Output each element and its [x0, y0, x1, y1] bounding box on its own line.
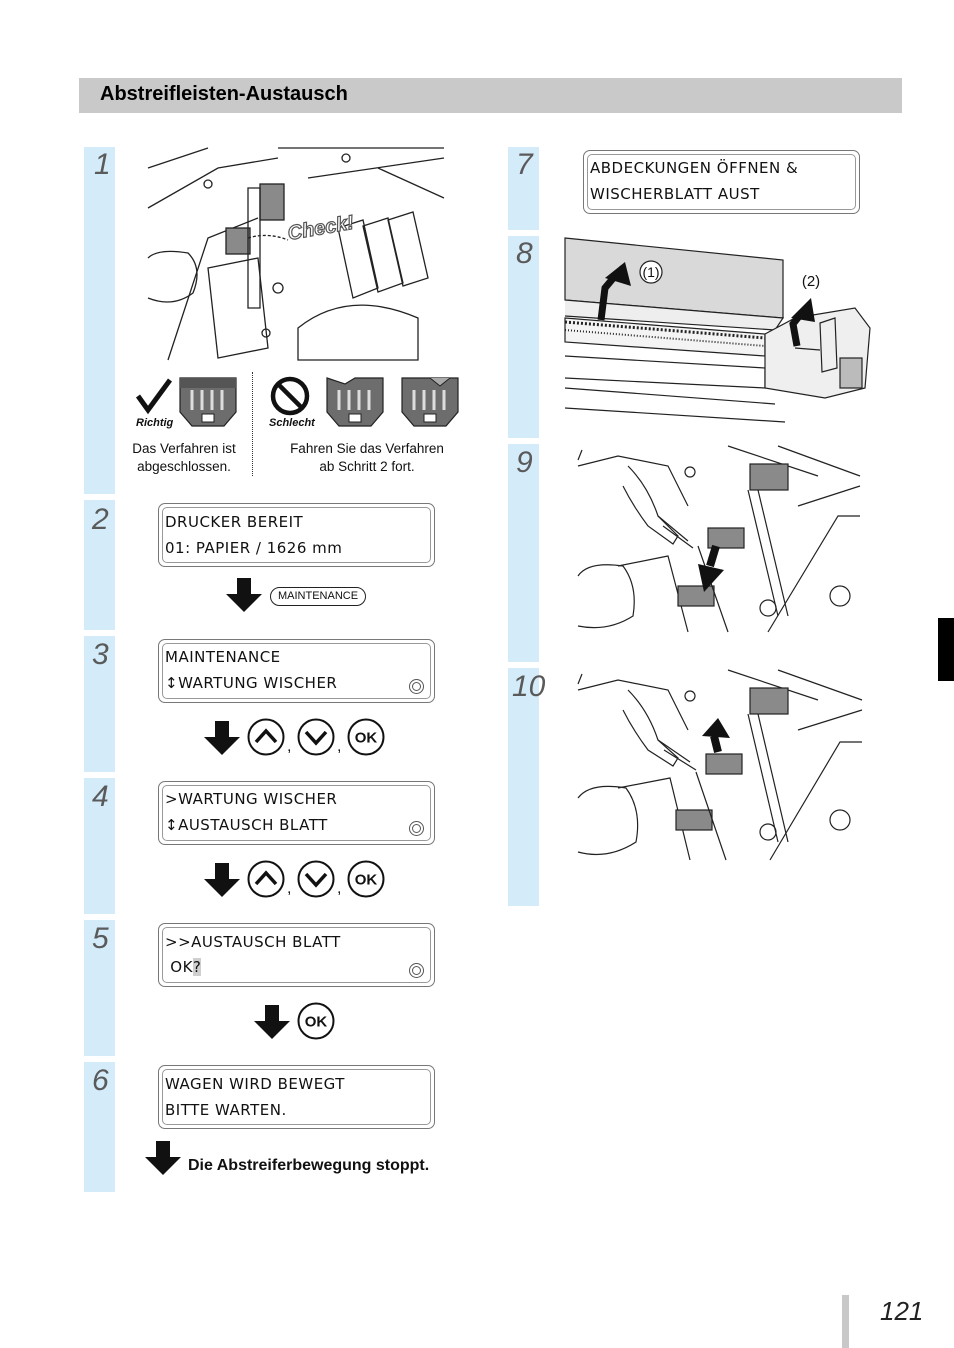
lcd-line2: WISCHERBLATT AUST: [590, 185, 760, 203]
incorrect-label: Schlecht: [269, 417, 315, 429]
prohibited-icon: [270, 376, 310, 416]
down-arrow-icon: [204, 721, 240, 755]
install-wiper-illustration: [577, 669, 863, 861]
separator-comma: ,: [287, 880, 292, 897]
correct-caption-line1: Das Verfahren ist: [132, 441, 236, 456]
lcd-line2: 01: PAPIER / 1626 mm: [165, 539, 343, 557]
down-key-icon[interactable]: [297, 718, 335, 756]
lcd-line2: ↕AUSTAUSCH BLATT: [165, 816, 328, 834]
wiper-check-illustration: Check!: [147, 147, 445, 361]
incorrect-caption-line1: Fahren Sie das Verfahren: [290, 441, 444, 456]
step-number-5: 5: [92, 922, 109, 955]
step-column-9: [508, 444, 539, 662]
lcd-display-step6: WAGEN WIRD BEWEGT BITTE WARTEN.: [158, 1065, 435, 1129]
correct-caption: Das Verfahren ist abgeschlossen.: [118, 440, 250, 476]
ok-key-label: OK: [355, 730, 378, 747]
incorrect-caption: Fahren Sie das Verfahren ab Schritt 2 fo…: [278, 440, 456, 476]
callout-2: (2): [802, 273, 820, 290]
step-column-5: [84, 920, 115, 1056]
ok-key-button[interactable]: OK: [347, 718, 385, 756]
up-key-icon[interactable]: [247, 860, 285, 898]
correct-checkmark-icon: [135, 378, 173, 415]
step-number-3: 3: [92, 638, 109, 671]
lcd-line1: >>AUSTAUSCH BLATT: [165, 933, 341, 951]
lcd-cursor-text: ?: [192, 958, 202, 976]
step-column-6: [84, 1062, 115, 1192]
step-column-3: [84, 636, 115, 772]
page-number-rule: [842, 1295, 849, 1348]
down-arrow-icon: [145, 1141, 181, 1175]
lcd-display-step4: >WARTUNG WISCHER ↕AUSTAUSCH BLATT: [158, 781, 435, 845]
ok-key-label: OK: [305, 1014, 328, 1031]
step-number-9: 9: [516, 446, 533, 479]
lcd-display-step7: ABDECKUNGEN ÖFFNEN & WISCHERBLATT AUST: [583, 150, 860, 214]
incorrect-caption-line2: ab Schritt 2 fort.: [319, 459, 415, 474]
wiper-correct-icon: [179, 377, 237, 427]
correct-caption-line2: abgeschlossen.: [137, 459, 231, 474]
down-arrow-icon: [226, 578, 262, 612]
step-number-6: 6: [92, 1064, 109, 1097]
step-column-1: [84, 147, 115, 494]
step-column-10: [508, 668, 539, 906]
step-number-1: 1: [94, 148, 111, 181]
jog-dial-icon: [409, 679, 424, 694]
page-number: 121: [880, 1296, 924, 1326]
step-number-2: 2: [92, 503, 109, 536]
step-column-2: [84, 500, 115, 630]
wiper-incorrect-icon-2: [401, 377, 459, 427]
step-number-7: 7: [516, 148, 533, 181]
dotted-divider: [252, 372, 253, 476]
chapter-side-tab: [938, 618, 954, 681]
maintenance-key-button[interactable]: MAINTENANCE: [270, 587, 367, 606]
lcd-line1: ABDECKUNGEN ÖFFNEN &: [590, 159, 799, 177]
step-number-4: 4: [92, 780, 109, 813]
lcd-line1: >WARTUNG WISCHER: [165, 790, 338, 808]
callout-1: (1): [642, 264, 659, 280]
step-column-7: [508, 147, 539, 230]
step-column-8: [508, 236, 539, 438]
lcd-line1: WAGEN WIRD BEWEGT: [165, 1075, 345, 1093]
step-column-4: [84, 778, 115, 914]
lcd-ok-text: OK: [165, 958, 193, 976]
down-arrow-icon: [254, 1005, 290, 1039]
down-key-icon[interactable]: [297, 860, 335, 898]
lcd-line2: ↕WARTUNG WISCHER: [165, 674, 338, 692]
ok-key-button[interactable]: OK: [347, 860, 385, 898]
lcd-display-step5: >>AUSTAUSCH BLATT OK?: [158, 923, 435, 987]
separator-comma: ,: [287, 738, 292, 755]
check-label: Check!: [286, 212, 356, 245]
jog-dial-icon: [409, 963, 424, 978]
lcd-line1: MAINTENANCE: [165, 648, 281, 666]
section-title: Abstreifleisten-Austausch: [100, 83, 348, 105]
ok-key-label: OK: [355, 872, 378, 889]
lcd-line1: DRUCKER BEREIT: [165, 513, 304, 531]
lcd-display-step2: DRUCKER BEREIT 01: PAPIER / 1626 mm: [158, 503, 435, 567]
lcd-line2: BITTE WARTEN.: [165, 1101, 287, 1119]
section-title-bar: Abstreifleisten-Austausch: [79, 78, 902, 113]
down-arrow-icon: [204, 863, 240, 897]
lcd-display-step3: MAINTENANCE ↕WARTUNG WISCHER: [158, 639, 435, 703]
wiper-stop-note: Die Abstreiferbewegung stoppt.: [188, 1157, 430, 1174]
wiper-incorrect-icon-1: [326, 377, 384, 427]
lcd-line2: OK?: [165, 958, 202, 976]
remove-wiper-illustration: [577, 445, 861, 633]
ok-key-button[interactable]: OK: [297, 1002, 335, 1040]
jog-dial-icon: [409, 821, 424, 836]
printer-open-covers-illustration: (1) (2): [564, 237, 871, 423]
up-key-icon[interactable]: [247, 718, 285, 756]
step-number-8: 8: [516, 237, 533, 270]
step-number-10: 10: [512, 670, 546, 703]
correct-label: Richtig: [136, 417, 174, 429]
separator-comma: ,: [337, 880, 342, 897]
separator-comma: ,: [337, 738, 342, 755]
